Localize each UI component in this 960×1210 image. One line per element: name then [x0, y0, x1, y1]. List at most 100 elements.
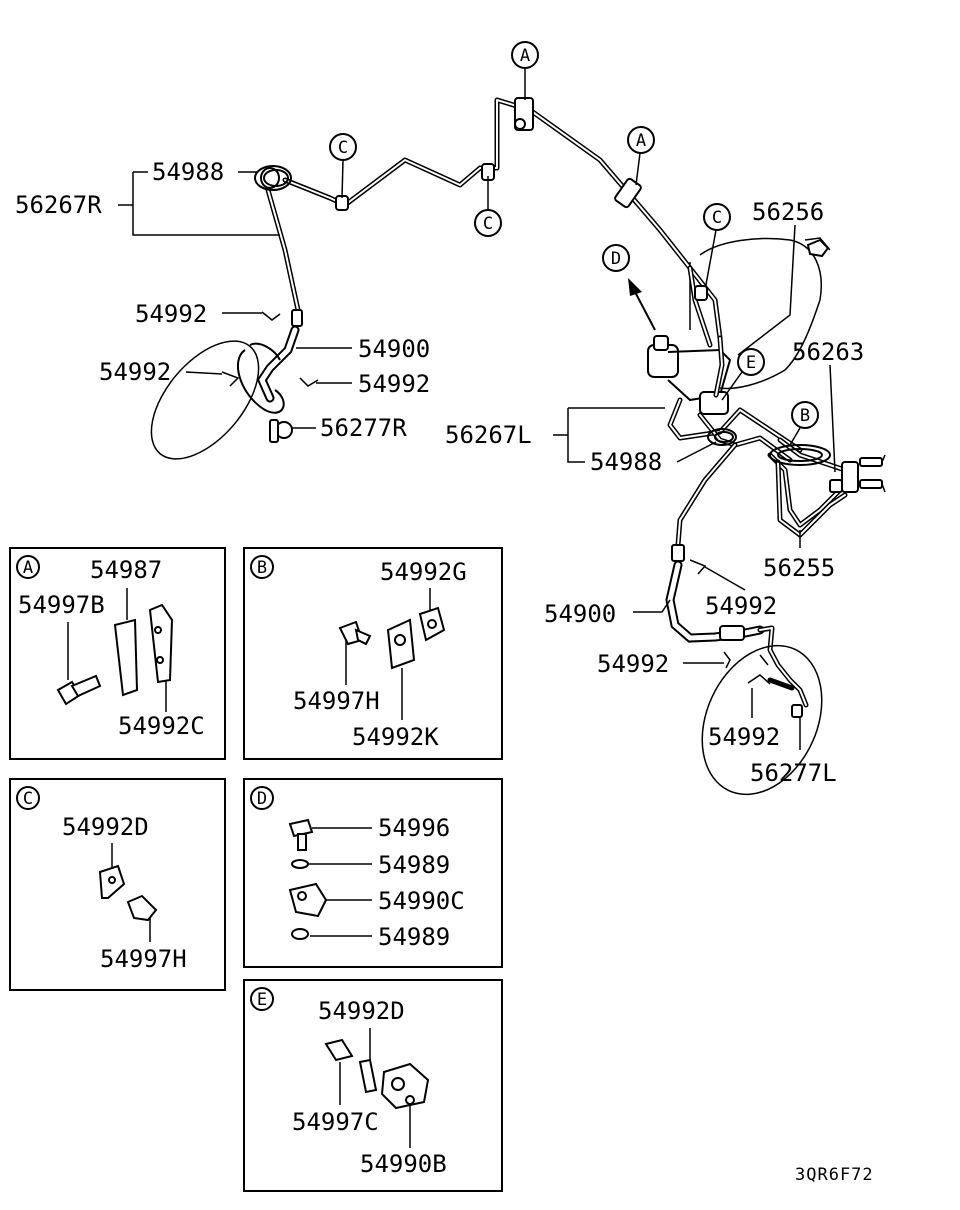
bolt-56277L — [791, 704, 803, 718]
part-number-54990B: 54990B — [360, 1150, 447, 1178]
part-number-56277R: 56277R — [320, 414, 407, 442]
part-number-56256: 56256 — [752, 198, 824, 226]
clip-a-right — [614, 177, 642, 209]
callout-d-letter: D — [611, 249, 621, 269]
detail-a-tag: A — [23, 558, 33, 578]
part-number-54992K: 54992K — [352, 723, 439, 751]
part-number-54900-l: 54900 — [544, 600, 616, 628]
callout-c-right: C — [694, 203, 731, 301]
callout-c-right-letter: C — [712, 208, 722, 228]
detail-e-tag: E — [257, 990, 267, 1010]
part-number-54900-r: 54900 — [358, 335, 430, 363]
detail-ellipse-right — [150, 340, 260, 460]
callout-c-left-letter: C — [338, 138, 348, 158]
detail-c-tag: C — [23, 789, 33, 809]
part-number-54992-r2: 54992 — [99, 358, 171, 386]
clip-54992-right-2 — [221, 371, 240, 387]
part-number-54988-l: 54988 — [590, 448, 662, 476]
callout-a-right-letter: A — [636, 131, 646, 151]
callout-c-mid: C — [474, 176, 502, 237]
junction-block — [829, 454, 886, 493]
part-number-56263: 56263 — [792, 338, 864, 366]
clip-a-top — [514, 97, 534, 131]
label-54988-top: 54988 — [152, 158, 258, 186]
callout-e-letter: E — [746, 353, 756, 373]
label-54900-l: 54900 — [544, 599, 671, 628]
detail-box-d: D 54996 54989 54990C 54989 — [243, 778, 503, 968]
callout-b-letter: B — [800, 406, 810, 426]
label-54992-r2: 54992 — [99, 358, 223, 386]
brake-booster — [689, 237, 831, 390]
detail-box-a: A 54987 54997B 54992C — [9, 547, 226, 760]
clip-54992-left-3 — [747, 674, 771, 685]
part-number-56267L: 56267L — [445, 421, 532, 449]
coil-54988-right — [254, 165, 292, 191]
part-number-54992C: 54992C — [118, 712, 205, 740]
callout-c-mid-letter: C — [483, 214, 493, 234]
part-number-54992G: 54992G — [380, 558, 467, 586]
part-number-54997H-c: 54997H — [100, 945, 187, 973]
detail-box-c: C 54992D 54997H — [9, 778, 226, 991]
diagram-code: 3QR6F72 — [795, 1165, 874, 1185]
part-number-54992-l1: 54992 — [705, 592, 777, 620]
label-56267R: 56267R — [15, 171, 280, 236]
label-56255: 56255 — [763, 530, 835, 582]
pipe-to-left-hose — [675, 442, 738, 548]
master-cylinder — [647, 335, 732, 402]
part-number-54992-r3: 54992 — [358, 370, 430, 398]
combination-valve — [699, 391, 729, 415]
detail-b-tag: B — [257, 558, 267, 578]
callout-d: D — [602, 244, 630, 272]
part-number-54989-b: 54989 — [378, 923, 450, 951]
part-number-54987: 54987 — [90, 556, 162, 584]
part-number-54988-top: 54988 — [152, 158, 224, 186]
detail-d-tag: D — [257, 789, 267, 809]
coil-54988-left — [707, 428, 737, 446]
label-56256: 56256 — [737, 198, 824, 356]
arrow-d — [628, 278, 656, 331]
part-number-54997B: 54997B — [18, 591, 105, 619]
label-54900-r: 54900 — [296, 335, 430, 363]
detail-ellipse-left — [701, 644, 823, 796]
label-54992-l1: 54992 — [704, 566, 777, 620]
clip-54992-right-3 — [299, 377, 319, 387]
label-56277L: 56277L — [750, 716, 837, 787]
label-54992-r3: 54992 — [316, 370, 430, 398]
label-56263: 56263 — [792, 338, 864, 473]
label-54992-l3: 54992 — [708, 688, 780, 751]
hose-54900-right — [236, 309, 303, 414]
part-number-54992-r1: 54992 — [135, 300, 207, 328]
label-54992-l2: 54992 — [597, 650, 724, 678]
part-number-56277L: 56277L — [750, 759, 837, 787]
clip-54992-right-1 — [261, 311, 281, 321]
part-number-54997H-b: 54997H — [293, 687, 380, 715]
label-56267L: 56267L — [445, 407, 665, 463]
label-56277R: 56277R — [292, 414, 407, 442]
callout-b: B — [789, 401, 819, 446]
detail-box-e: E 54992D 54997C 54990B — [243, 979, 503, 1192]
callout-a-top-letter: A — [520, 46, 530, 66]
part-number-54992D-e: 54992D — [318, 997, 405, 1025]
part-number-54989-a: 54989 — [378, 851, 450, 879]
callout-a-top: A — [511, 41, 539, 100]
detail-box-b: B 54992G 54997H 54992K — [243, 547, 503, 760]
part-number-54992-l2: 54992 — [597, 650, 669, 678]
part-number-54990C: 54990C — [378, 887, 465, 915]
main-brake-pipe — [265, 97, 723, 341]
coil-b — [769, 444, 831, 466]
callout-a-right: A — [627, 126, 655, 186]
part-number-54992-l3: 54992 — [708, 723, 780, 751]
label-54992-r1: 54992 — [135, 300, 262, 328]
clip-54992-left-2 — [723, 651, 769, 669]
callout-e: E — [721, 348, 765, 401]
part-number-54996: 54996 — [378, 814, 450, 842]
part-number-56255: 56255 — [763, 554, 835, 582]
clip-54992-left-1 — [689, 559, 707, 575]
bolt-56277R — [269, 419, 293, 443]
part-number-54992D-c: 54992D — [62, 813, 149, 841]
label-54988-l: 54988 — [590, 441, 717, 476]
part-number-56267R: 56267R — [15, 191, 102, 219]
part-number-54997C: 54997C — [292, 1108, 379, 1136]
clip-c-left — [335, 195, 349, 211]
